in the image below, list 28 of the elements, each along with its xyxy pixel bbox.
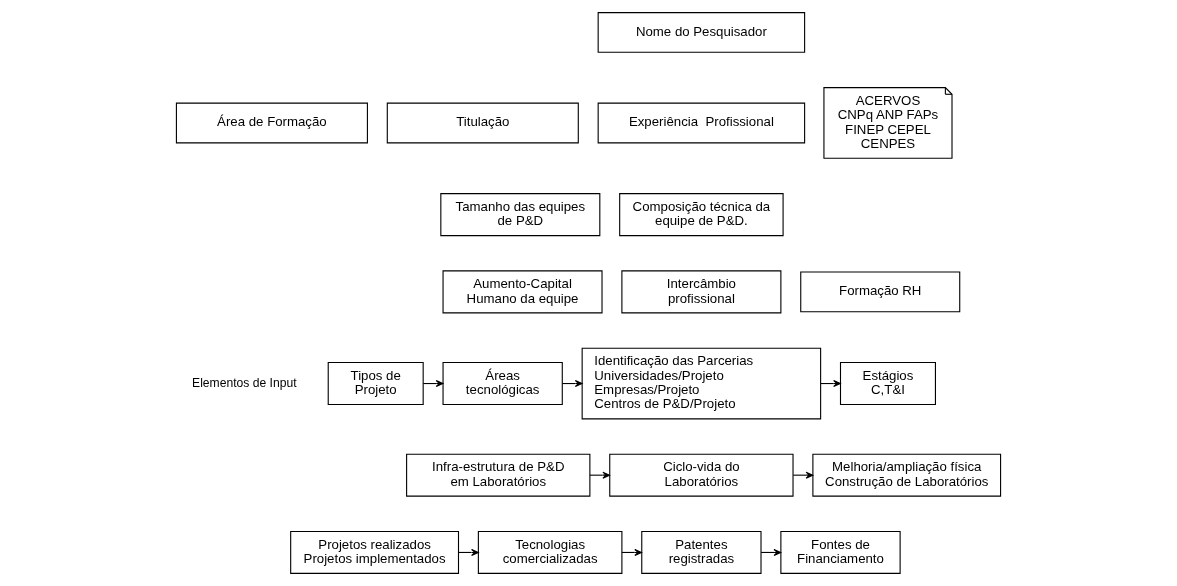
node-box: Áreas tecnológicas — [442, 362, 563, 406]
node-box: Projetos realizados Projetos implementados — [290, 530, 460, 574]
arrow — [621, 548, 642, 556]
arrow — [760, 548, 782, 556]
arrow — [589, 471, 611, 479]
node-box: Intercâmbio profissional — [621, 270, 782, 314]
node-box: Tecnologias comercializadas — [477, 530, 623, 574]
arrow — [792, 471, 814, 479]
node-box: Patentes registradas — [641, 530, 762, 574]
node-box: Área de Formação — [175, 102, 368, 144]
node-box: Experiência Profissional — [597, 102, 806, 144]
node-box: Composição técnica da equipe de P&D. — [619, 193, 784, 237]
node-box: Tipos de Projeto — [327, 362, 424, 406]
arrow — [561, 380, 583, 388]
node-box: Aumento-Capital Humano da equipe — [442, 270, 603, 314]
node-box: Formação RH — [800, 271, 961, 313]
arrow — [820, 380, 841, 388]
arrow — [422, 380, 444, 388]
node-box: Estágios C,T&I — [839, 362, 936, 406]
node-box: Tamanho das equipes de P&D — [440, 193, 601, 237]
node-box: Identificação das Parcerias Universidades/Projeto Empresas/Projeto Centros de P&D/Projeto — [581, 347, 822, 420]
node-box: Fontes de Financiamento — [780, 530, 901, 574]
node-box: Melhoria/ampliação física Construção de Laboratórios — [812, 453, 1002, 497]
node-box: Ciclo-vida do Laboratórios — [609, 453, 794, 497]
node-box: Nome do Pesquisador — [597, 12, 806, 53]
node-box: Infra-estrutura de P&D em Laboratórios — [406, 453, 591, 497]
label: Elementos de Input — [192, 375, 297, 390]
node-box: Titulação — [386, 102, 579, 144]
